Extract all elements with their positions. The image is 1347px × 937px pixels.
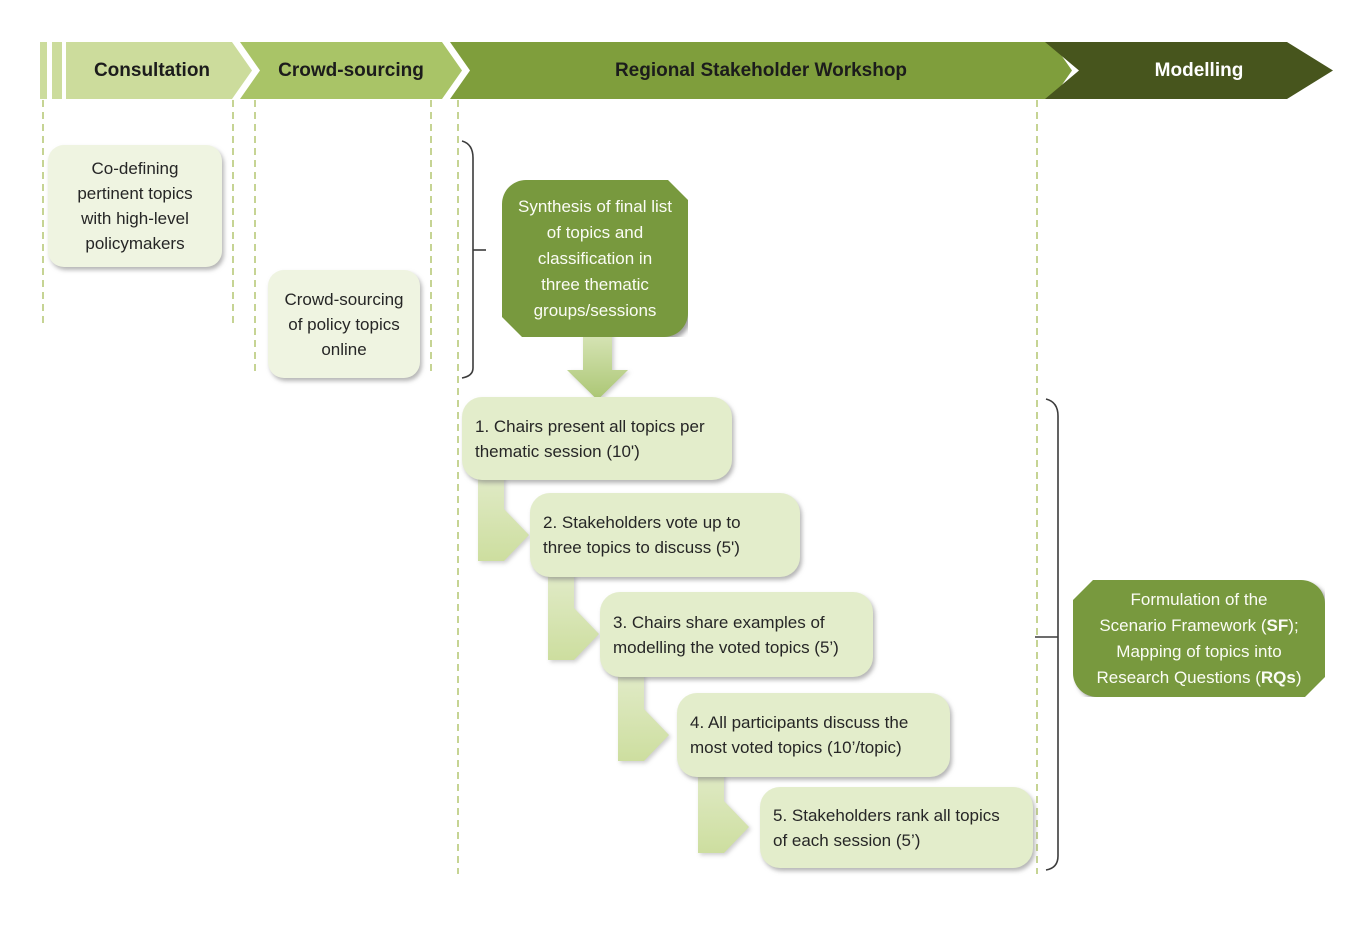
step-text-line: 4. All participants discuss the (690, 713, 909, 732)
box-text-line: policymakers (85, 234, 185, 253)
box-text-line: Formulation of the (1130, 589, 1268, 609)
workshop-step-5: 5. Stakeholders rank all topics of each … (760, 787, 1033, 868)
elbow-connector-2 (548, 572, 599, 660)
phase-arrow-workshop: Regional Stakeholder Workshop (450, 42, 1072, 99)
box-text-line: of topics and (546, 222, 644, 242)
decorative-stripe-1 (40, 42, 47, 99)
step-text-line: thematic session (10') (475, 441, 640, 461)
modelling-box: Formulation of the Scenario Framework (S… (1073, 580, 1325, 697)
left-bracket (461, 140, 474, 379)
workshop-step-4: 4. All participants discuss the most vot… (677, 693, 950, 777)
phase-arrow-modelling: Modelling (1045, 42, 1333, 99)
step-text-line: of each session (5’) (773, 830, 921, 850)
workshop-step-1: 1. Chairs present all topics per themati… (462, 397, 732, 480)
consultation-box: Co-defining pertinent topics with high-l… (48, 145, 222, 267)
box-text-line: classification in (537, 248, 653, 268)
box-text-line: Scenario Framework (SF); (1099, 615, 1299, 635)
phase-label: Regional Stakeholder Workshop (614, 59, 908, 81)
box-text-line: Research Questions (RQs) (1096, 667, 1302, 687)
phase-label: Consultation (93, 59, 211, 81)
step-text-line: 2. Stakeholders vote up to (543, 513, 741, 532)
box-text-line: online (321, 339, 367, 359)
column-dashed-line (42, 100, 44, 328)
phase-arrow-consultation: Consultation (66, 42, 252, 99)
synthesis-box: Synthesis of final list of topics and cl… (502, 180, 688, 337)
phase-label: Crowd-sourcing (278, 59, 424, 81)
elbow-connector-4 (698, 766, 749, 853)
phase-arrow-crowd-sourcing: Crowd-sourcing (240, 42, 462, 99)
box-text-line: with high-level (81, 209, 189, 228)
box-text-line: Crowd-sourcing (284, 289, 404, 309)
step-text-line: most voted topics (10’/topic) (690, 738, 902, 757)
crowdsourcing-box: Crowd-sourcing of policy topics online (268, 270, 420, 378)
decorative-stripe-2 (52, 42, 62, 99)
column-dashed-line (232, 100, 234, 328)
step-text-line: modelling the voted topics (5’) (613, 637, 839, 657)
step-text-line: 5. Stakeholders rank all topics (773, 805, 1000, 825)
flow-down-arrow (567, 325, 628, 400)
box-text-line: three thematic (541, 274, 649, 294)
step-text-line: 3. Chairs share examples of (613, 612, 825, 632)
workshop-step-2: 2. Stakeholders vote up to three topics … (530, 493, 800, 577)
column-dashed-line (430, 100, 432, 376)
workshop-step-3: 3. Chairs share examples of modelling th… (600, 592, 873, 677)
elbow-connector-3 (618, 672, 669, 761)
step-text-line: three topics to discuss (5') (543, 538, 740, 557)
box-text-line: of policy topics (288, 314, 400, 334)
step-text-line: 1. Chairs present all topics per (475, 416, 705, 436)
box-text-line: groups/sessions (533, 300, 657, 320)
box-text-line: Mapping of topics into (1116, 641, 1282, 661)
column-dashed-line (254, 100, 256, 376)
phase-label: Modelling (1154, 59, 1244, 81)
box-text-line: Co-defining (91, 159, 179, 178)
box-text-line: Synthesis of final list (517, 196, 672, 216)
column-dashed-line (1036, 100, 1038, 874)
right-bracket (1045, 398, 1059, 871)
elbow-connector-1 (478, 472, 529, 561)
box-text-line: pertinent topics (77, 184, 193, 203)
column-dashed-line (457, 100, 459, 874)
